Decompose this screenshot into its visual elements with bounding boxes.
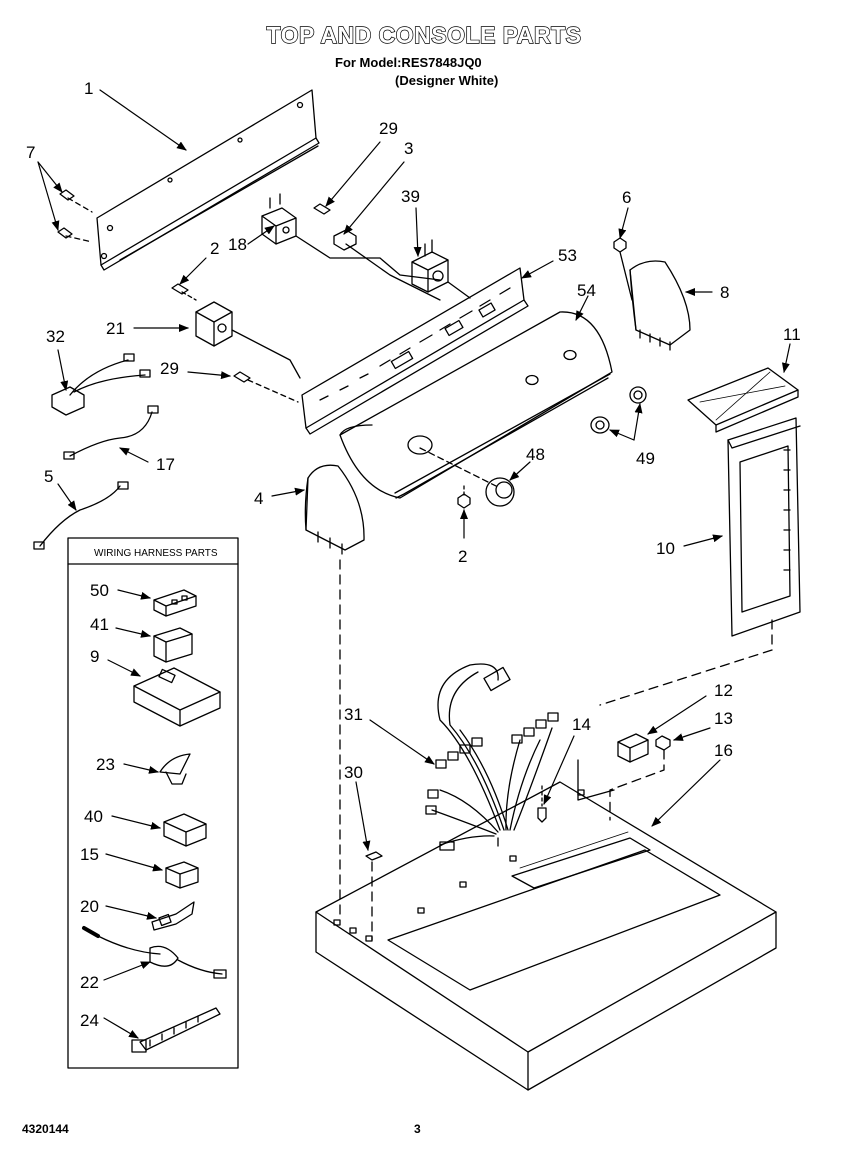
part-13-screw — [609, 735, 671, 821]
callout-6: 6 — [622, 188, 631, 207]
callout-20: 20 — [80, 897, 99, 916]
part-2-screw-upper — [171, 283, 197, 301]
callout-24: 24 — [80, 1011, 99, 1030]
callout-53: 53 — [558, 246, 577, 265]
callout-16: 16 — [714, 741, 733, 760]
part-11-lint-filter — [687, 367, 799, 433]
callout-49: 49 — [636, 449, 655, 468]
page-title: TOP AND CONSOLE PARTS — [266, 21, 582, 48]
callout-5: 5 — [44, 467, 53, 486]
callout-8: 8 — [720, 283, 729, 302]
part-16-top-panel — [315, 781, 777, 1091]
part-40-connector — [163, 813, 207, 847]
part-17-wire — [63, 405, 159, 460]
callout-11: 11 — [783, 325, 801, 344]
part-12-bracket — [577, 733, 649, 801]
callout-39: 39 — [401, 187, 420, 206]
callout-29-upper: 29 — [379, 119, 398, 138]
part-15-connector — [165, 861, 199, 889]
part-2-screw-lower — [457, 485, 471, 509]
model-number: For Model:RES7848JQ0 — [335, 55, 482, 70]
part-24-cable-tie — [131, 1007, 221, 1053]
callout-54: 54 — [577, 281, 596, 300]
part-7-screws — [57, 189, 93, 243]
part-6-screw — [613, 237, 633, 301]
harness-parts-box — [67, 537, 239, 1069]
callout-32: 32 — [46, 327, 65, 346]
harness-box-title: WIRING HARNESS PARTS — [94, 548, 218, 559]
part-29-screw-lower — [233, 371, 299, 403]
part-39-timer — [411, 239, 471, 299]
callout-12: 12 — [714, 681, 733, 700]
part-32-harness — [51, 353, 151, 416]
part-20-terminal — [151, 901, 195, 931]
callout-41: 41 — [90, 615, 109, 634]
part-31-main-harness — [425, 663, 559, 851]
callout-50: 50 — [90, 581, 109, 600]
part-4-end-cap-left — [304, 464, 365, 916]
callout-31: 31 — [344, 705, 363, 724]
part-48-knob — [419, 447, 515, 507]
leader-lines — [37, 89, 791, 1039]
part-50-connector — [153, 589, 197, 617]
callout-2-upper: 2 — [210, 239, 219, 258]
callout-48: 48 — [526, 445, 545, 464]
document-number: 4320144 — [22, 1122, 69, 1136]
callout-22: 22 — [80, 973, 99, 992]
callout-40: 40 — [84, 807, 103, 826]
callout-1: 1 — [84, 79, 93, 98]
callout-13: 13 — [714, 709, 733, 728]
callout-3: 3 — [404, 139, 413, 158]
part-9-connector-block — [133, 667, 221, 727]
part-8-end-cap-right — [629, 260, 691, 351]
callout-4: 4 — [254, 489, 263, 508]
callout-7: 7 — [26, 143, 35, 162]
part-18-switch — [261, 193, 441, 281]
callout-17: 17 — [156, 455, 175, 474]
part-53-control-panel — [301, 267, 529, 435]
part-14-screw — [537, 785, 547, 823]
callout-labels: 1 7 29 3 39 6 2 18 53 8 54 32 21 29 11 1… — [26, 79, 801, 1030]
callout-15: 15 — [80, 845, 99, 864]
callout-23: 23 — [96, 755, 115, 774]
part-21-switch — [195, 301, 301, 379]
part-10-lint-screen-housing — [599, 417, 801, 706]
part-23-clip — [159, 753, 191, 785]
part-29-screw-upper — [313, 203, 331, 215]
callout-2-lower: 2 — [458, 547, 467, 566]
part-1-console-back-panel — [96, 89, 320, 271]
part-5-wire — [33, 481, 129, 550]
callout-14: 14 — [572, 715, 591, 734]
part-30-clip — [365, 851, 383, 941]
part-22-thermal-fuse — [82, 926, 227, 979]
part-49-bushings — [590, 386, 647, 434]
part-54-console — [339, 311, 613, 499]
model-variant: (Designer White) — [395, 73, 499, 88]
callout-29-lower: 29 — [160, 359, 179, 378]
part-41-connector — [153, 627, 193, 663]
callout-30: 30 — [344, 763, 363, 782]
page-number: 3 — [414, 1122, 421, 1136]
callout-9: 9 — [90, 647, 99, 666]
callout-21: 21 — [106, 319, 125, 338]
callout-18: 18 — [228, 235, 247, 254]
callout-10: 10 — [656, 539, 675, 558]
